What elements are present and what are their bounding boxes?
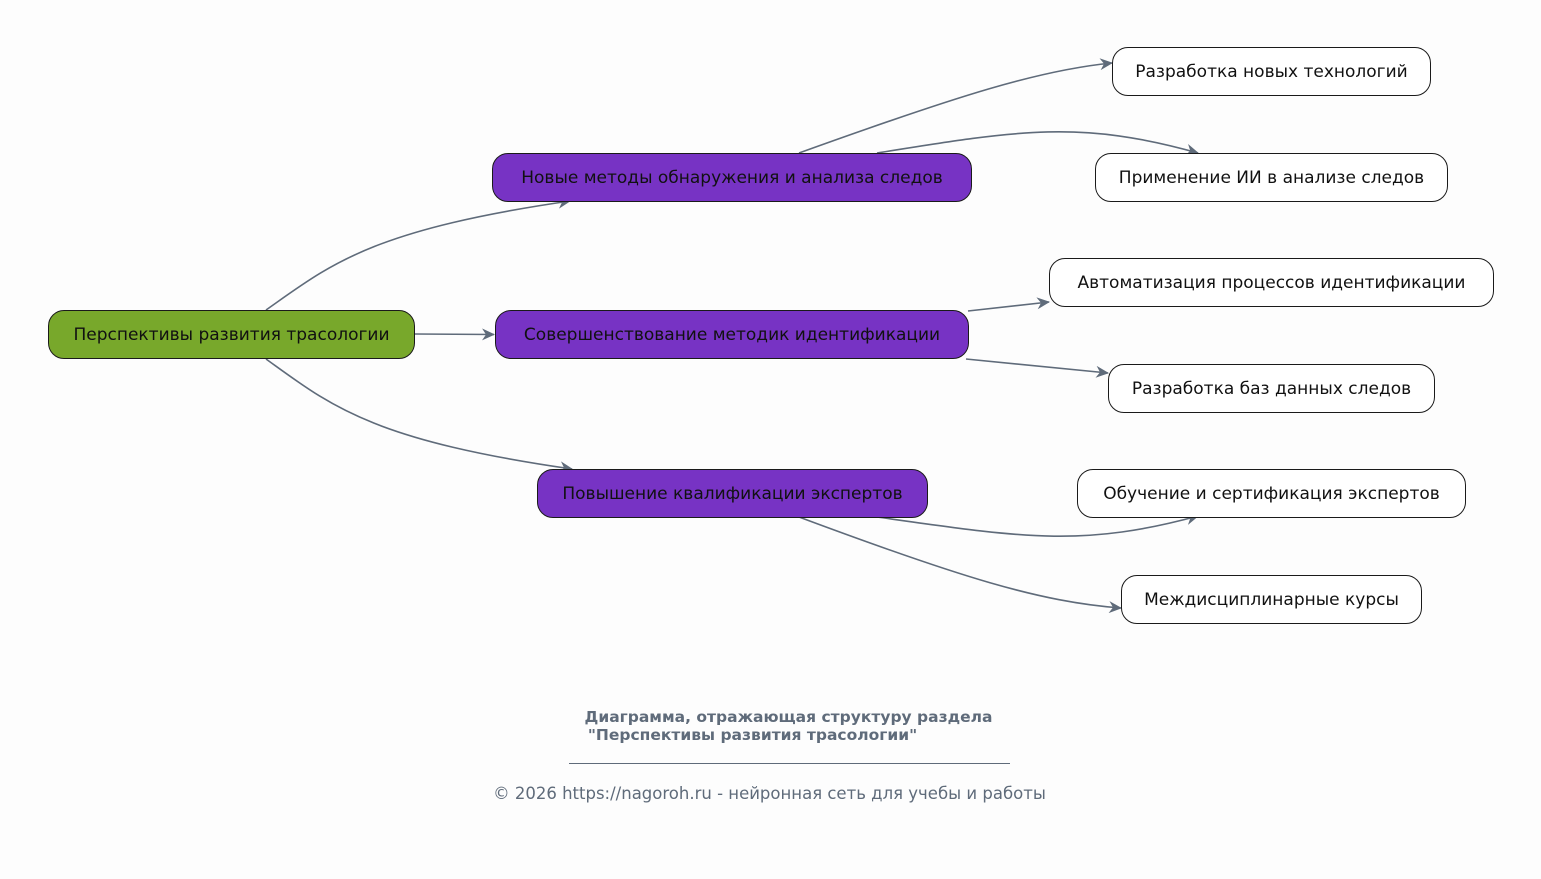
- leaf-node-label: Автоматизация процессов идентификации: [1077, 272, 1466, 293]
- branch-node-expert-qualification: Повышение квалификации экспертов: [537, 469, 928, 518]
- edge-branch-3-to-leaf-2: [798, 516, 1122, 614]
- caption-divider: [569, 763, 1010, 764]
- edge-root-to-branch-1: [265, 196, 571, 311]
- footer-copyright: © 2026 https://nagoroh.ru - нейронная се…: [493, 784, 1046, 803]
- caption-title-line-1: Диаграмма, отражающая структуру раздела: [584, 708, 993, 726]
- branch-node-identification-methods: Совершенствование методик идентификации: [495, 310, 969, 359]
- edge-branch-2-to-leaf-2: [965, 358, 1109, 378]
- leaf-node-ai-analysis: Применение ИИ в анализе следов: [1095, 153, 1448, 202]
- edge-root-to-branch-2: [414, 328, 495, 341]
- leaf-node-label: Междисциплинарные курсы: [1144, 589, 1399, 610]
- branch-node-label: Совершенствование методик идентификации: [523, 324, 941, 345]
- caption-title-line-2: "Перспективы развития трасологии": [587, 726, 918, 744]
- leaf-node-interdisciplinary-courses: Междисциплинарные курсы: [1121, 575, 1422, 624]
- leaf-node-label: Применение ИИ в анализе следов: [1118, 167, 1425, 188]
- leaf-node-trace-databases: Разработка баз данных следов: [1108, 364, 1435, 413]
- leaf-node-label: Обучение и сертификация экспертов: [1103, 483, 1440, 504]
- edge-branch-2-to-leaf-1: [967, 297, 1050, 312]
- leaf-node-new-technologies: Разработка новых технологий: [1112, 47, 1431, 96]
- leaf-node-automation: Автоматизация процессов идентификации: [1049, 258, 1494, 307]
- root-node-label: Перспективы развития трасологии: [73, 324, 390, 345]
- edge-branch-1-to-leaf-1: [798, 58, 1113, 154]
- leaf-node-label: Разработка баз данных следов: [1131, 378, 1412, 399]
- branch-node-detection-methods: Новые методы обнаружения и анализа следо…: [492, 153, 972, 202]
- branch-node-label: Повышение квалификации экспертов: [562, 483, 903, 504]
- edge-branch-1-to-leaf-2: [876, 131, 1199, 156]
- edge-root-to-branch-3: [265, 358, 573, 474]
- leaf-node-training-certification: Обучение и сертификация экспертов: [1077, 469, 1466, 518]
- root-node: Перспективы развития трасологии: [48, 310, 415, 359]
- leaf-node-label: Разработка новых технологий: [1135, 61, 1408, 82]
- edge-branch-3-to-leaf-1: [876, 513, 1199, 537]
- branch-node-label: Новые методы обнаружения и анализа следо…: [521, 167, 943, 188]
